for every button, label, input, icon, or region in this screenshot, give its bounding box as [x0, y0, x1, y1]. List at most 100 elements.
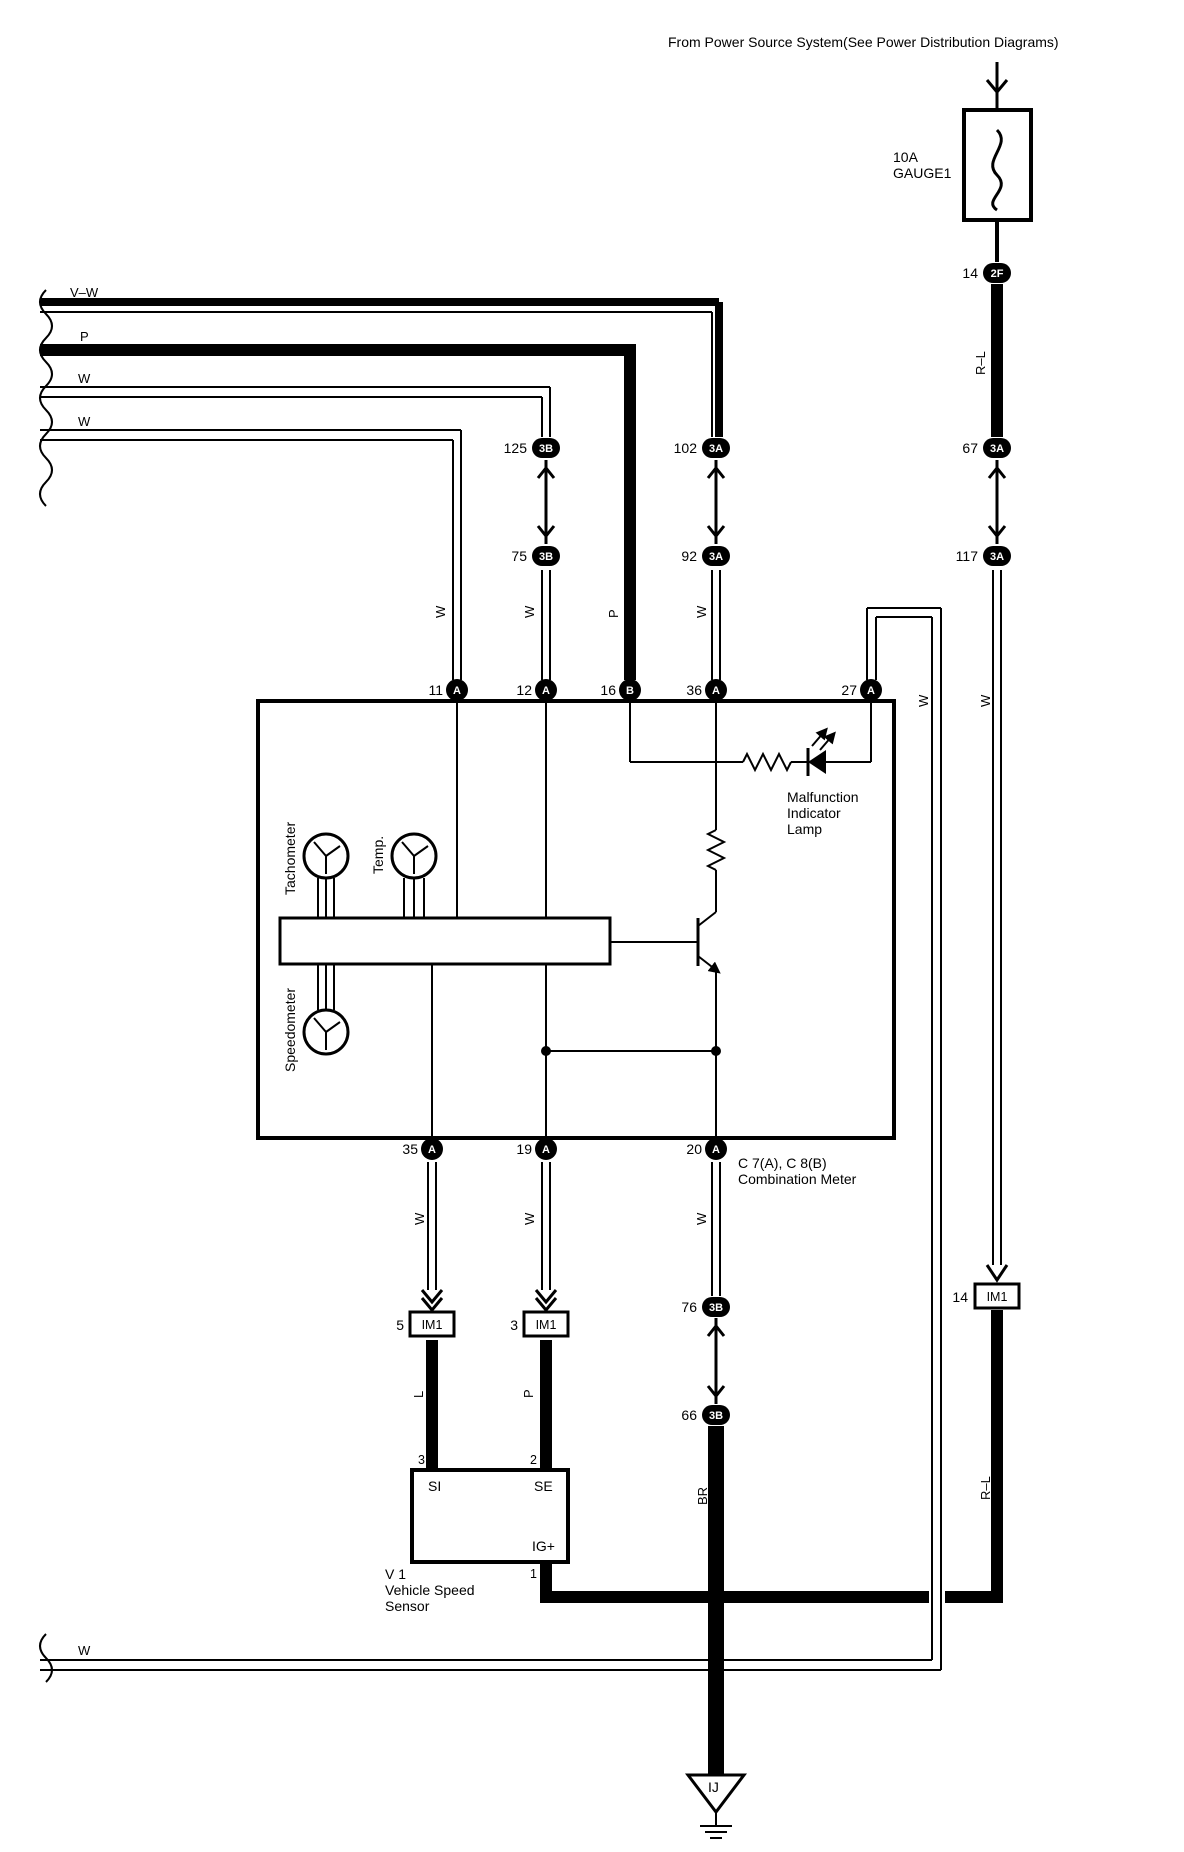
- wire-label-w1: W: [78, 371, 91, 386]
- connector-102-3a: 3A 102: [674, 438, 730, 458]
- fuse-rating: 10A: [893, 149, 919, 165]
- wire-w2-top: [40, 429, 462, 680]
- sensor-pin-se: SE: [534, 1478, 553, 1494]
- svg-text:A: A: [453, 685, 461, 697]
- wire-label-p-sensor: P: [521, 1389, 536, 1398]
- tachometer-label: Tachometer: [282, 822, 298, 895]
- combination-meter-box: [256, 699, 896, 1140]
- wire-label-rl-upper: R–L: [973, 351, 988, 375]
- connector-92-3a: 3A 92: [681, 546, 730, 566]
- svg-text:117: 117: [956, 548, 979, 564]
- wire-label-w2: W: [78, 414, 91, 429]
- svg-text:14: 14: [962, 265, 978, 281]
- wire-vw-top: [40, 298, 723, 437]
- mil-led-ray-2: [819, 731, 836, 751]
- svg-text:19: 19: [516, 1141, 532, 1157]
- svg-text:102: 102: [674, 440, 698, 456]
- connector-11-a: A 11: [428, 679, 468, 701]
- svg-text:3B: 3B: [539, 551, 553, 563]
- fuse-symbol: [991, 128, 1003, 212]
- svg-text:12: 12: [516, 682, 532, 698]
- svg-text:35: 35: [402, 1141, 418, 1157]
- meter-ref: C 7(A), C 8(B): [738, 1155, 827, 1171]
- tachometer-gauge-icon: [302, 832, 350, 918]
- sensor-pin-si: SI: [428, 1478, 441, 1494]
- wire-break-bottom: [39, 1633, 53, 1683]
- svg-text:3A: 3A: [709, 443, 723, 455]
- wire-w1-top: [40, 386, 551, 437]
- svg-text:36: 36: [686, 682, 702, 698]
- link-arrow-up-3b: [536, 465, 556, 479]
- svg-text:3A: 3A: [709, 551, 723, 563]
- svg-text:66: 66: [681, 1407, 697, 1423]
- fuse-gauge1: [962, 108, 1033, 222]
- mil-led-icon: [808, 750, 826, 774]
- connector-35-a: A 35: [402, 1138, 443, 1160]
- vehicle-speed-sensor-box: [410, 1468, 570, 1564]
- wire-label-w-pin35: W: [412, 1212, 427, 1225]
- svg-text:A: A: [428, 1144, 436, 1156]
- svg-text:IM1: IM1: [536, 1318, 557, 1332]
- wire-w-pin36: [711, 570, 721, 680]
- im1-3-arrow: [534, 1289, 558, 1313]
- link-arrow-up-3a: [706, 465, 726, 479]
- svg-text:76: 76: [681, 1299, 697, 1315]
- im1-5-arrow: [420, 1289, 444, 1313]
- ground-code: IJ: [708, 1779, 719, 1795]
- svg-text:2F: 2F: [991, 268, 1004, 280]
- power-source-label: From Power Source System(See Power Distr…: [668, 34, 1059, 50]
- wire-label-w-pin19: W: [522, 1212, 537, 1225]
- connector-125-3b: 3B 125: [504, 438, 560, 458]
- svg-text:125: 125: [504, 440, 528, 456]
- svg-text:A: A: [542, 1144, 550, 1156]
- link-arrow-up-3b-lower: [706, 1323, 726, 1337]
- svg-text:B: B: [626, 685, 634, 697]
- wire-w-pin27-loop: [866, 607, 942, 1670]
- wire-w-pin20: [711, 1162, 721, 1296]
- power-feed-arrow: [985, 79, 1009, 95]
- wire-w-pin35: [427, 1162, 437, 1290]
- im1-14-arrow: [985, 1264, 1009, 1283]
- connector-im1-14: IM1 14: [952, 1282, 1021, 1310]
- svg-text:67: 67: [962, 440, 978, 456]
- connector-16-b: B 16: [600, 679, 641, 701]
- svg-text:A: A: [542, 685, 550, 697]
- speedometer-gauge-icon: [302, 964, 350, 1056]
- svg-text:14: 14: [952, 1289, 968, 1305]
- wire-w-bottom: [40, 1659, 941, 1671]
- svg-text:20: 20: [686, 1141, 702, 1157]
- sensor-name-1: Vehicle Speed: [385, 1582, 475, 1598]
- svg-text:IM1: IM1: [987, 1290, 1008, 1304]
- wire-label-p-vertical: P: [606, 609, 621, 618]
- svg-text:11: 11: [428, 682, 443, 698]
- sensor-pin-ig: IG+: [532, 1538, 555, 1554]
- mil-label-1: Malfunction: [787, 789, 859, 805]
- wire-label-rl-lower: R–L: [978, 1476, 993, 1500]
- transistor-collector: [697, 911, 717, 927]
- connector-layer: 2F 14 3B 125 3A 102 3A 67 3B 75 3A 92: [396, 263, 1021, 1425]
- wire-label-w-right: W: [978, 694, 993, 707]
- svg-text:A: A: [712, 685, 720, 697]
- mil-label-3: Lamp: [787, 821, 822, 837]
- svg-text:3B: 3B: [709, 1410, 723, 1422]
- svg-text:A: A: [712, 1144, 720, 1156]
- temp-gauge-icon: [390, 832, 438, 918]
- sensor-pin2-num: 2: [530, 1453, 537, 1467]
- wire-label-w-bottom: W: [78, 1643, 91, 1658]
- connector-27-a: A 27: [841, 679, 882, 701]
- wire-w-right: [992, 570, 1002, 1265]
- speedometer-label: Speedometer: [282, 988, 298, 1072]
- sensor-ref: V 1: [385, 1566, 406, 1582]
- mil-led-ray-1: [811, 727, 828, 747]
- wire-label-w-pin20: W: [694, 1212, 709, 1225]
- connector-75-3b: 3B 75: [511, 546, 560, 566]
- connector-im1-5: IM1 5: [396, 1310, 456, 1338]
- link-arrow-down-3b-lower: [706, 1385, 726, 1399]
- svg-text:27: 27: [841, 682, 857, 698]
- meter-name: Combination Meter: [738, 1171, 857, 1187]
- svg-text:3B: 3B: [709, 1302, 723, 1314]
- sensor-pin1-num: 1: [530, 1567, 537, 1581]
- connector-19-a: A 19: [516, 1138, 557, 1160]
- temp-label: Temp.: [370, 836, 386, 874]
- wire-label-l: L: [411, 1391, 426, 1398]
